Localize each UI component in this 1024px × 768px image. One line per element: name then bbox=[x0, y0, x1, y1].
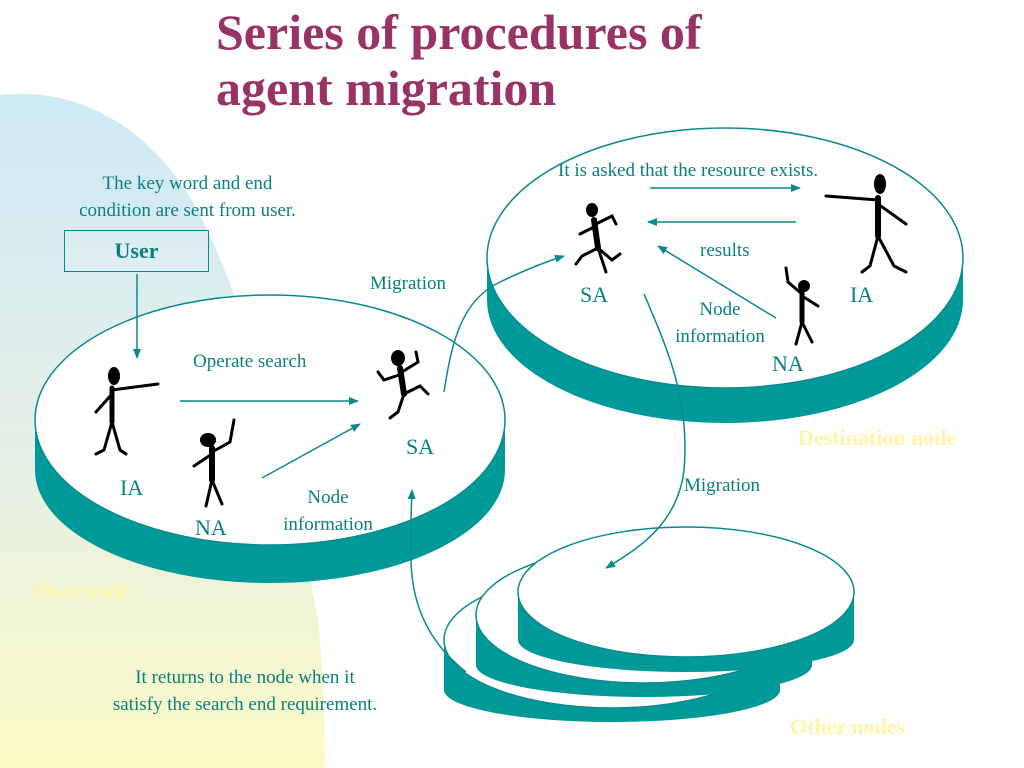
destination-node-name: Destination node bbox=[798, 425, 957, 450]
destination-sa-label: SA bbox=[580, 282, 609, 307]
destination-na-label: NA bbox=[772, 351, 804, 376]
own-ia-label: IA bbox=[120, 475, 144, 500]
own-node-info-label: Node information bbox=[272, 484, 384, 538]
destination-node-disk bbox=[486, 127, 964, 423]
title-line-1: Series of procedures of bbox=[216, 4, 702, 60]
own-sa-figure bbox=[376, 350, 430, 420]
arrow-node-info-destination bbox=[657, 245, 777, 319]
own-node-info-line-1: Node bbox=[307, 487, 349, 508]
arrows bbox=[133, 184, 801, 673]
migration-to-destination-label: Migration bbox=[370, 273, 446, 294]
return-caption-line-2: satisfy the search end requirement. bbox=[112, 694, 378, 715]
arrow-node-info-own bbox=[261, 423, 361, 479]
destination-node-info-line-1: Node bbox=[699, 299, 741, 320]
title-line-2: agent migration bbox=[216, 60, 557, 116]
user-box: User bbox=[64, 230, 209, 272]
return-caption-line-1: It returns to the node when it bbox=[135, 667, 355, 688]
page-title: Series of procedures of agent migration bbox=[216, 4, 702, 116]
other-nodes-name: Other nodes bbox=[790, 714, 906, 739]
user-caption-line-1: The key word and end bbox=[102, 173, 273, 194]
destination-node-info-line-2: information bbox=[675, 326, 765, 347]
own-node-disk bbox=[34, 294, 506, 583]
other-node-disk-front bbox=[517, 526, 855, 672]
operate-search-label: Operate search bbox=[193, 351, 307, 372]
user-caption: The key word and end condition are sent … bbox=[50, 170, 325, 224]
return-caption: It returns to the node when it satisfy t… bbox=[70, 664, 420, 718]
destination-ia-figure bbox=[824, 174, 908, 274]
own-sa-label: SA bbox=[406, 434, 435, 459]
own-node-info-line-2: information bbox=[283, 514, 373, 535]
own-node-name: Own node bbox=[34, 578, 130, 603]
request-label: It is asked that the resource exists. bbox=[558, 160, 819, 181]
arrow-migration-to-others bbox=[605, 293, 686, 569]
other-nodes-stack bbox=[443, 526, 855, 722]
destination-sa-figure bbox=[574, 203, 622, 274]
destination-ia-label: IA bbox=[850, 282, 874, 307]
own-na-figure bbox=[192, 418, 236, 508]
own-ia-figure bbox=[94, 367, 160, 456]
results-label: results bbox=[700, 240, 750, 261]
user-caption-line-2: condition are sent from user. bbox=[79, 200, 296, 221]
own-na-label: NA bbox=[195, 515, 227, 540]
migration-to-others-label: Migration bbox=[684, 475, 760, 496]
destination-na-figure bbox=[784, 266, 820, 346]
arrow-return-to-own bbox=[407, 489, 467, 673]
destination-node-info-label: Node information bbox=[664, 296, 776, 350]
arrow-migration-to-destination bbox=[443, 254, 565, 393]
